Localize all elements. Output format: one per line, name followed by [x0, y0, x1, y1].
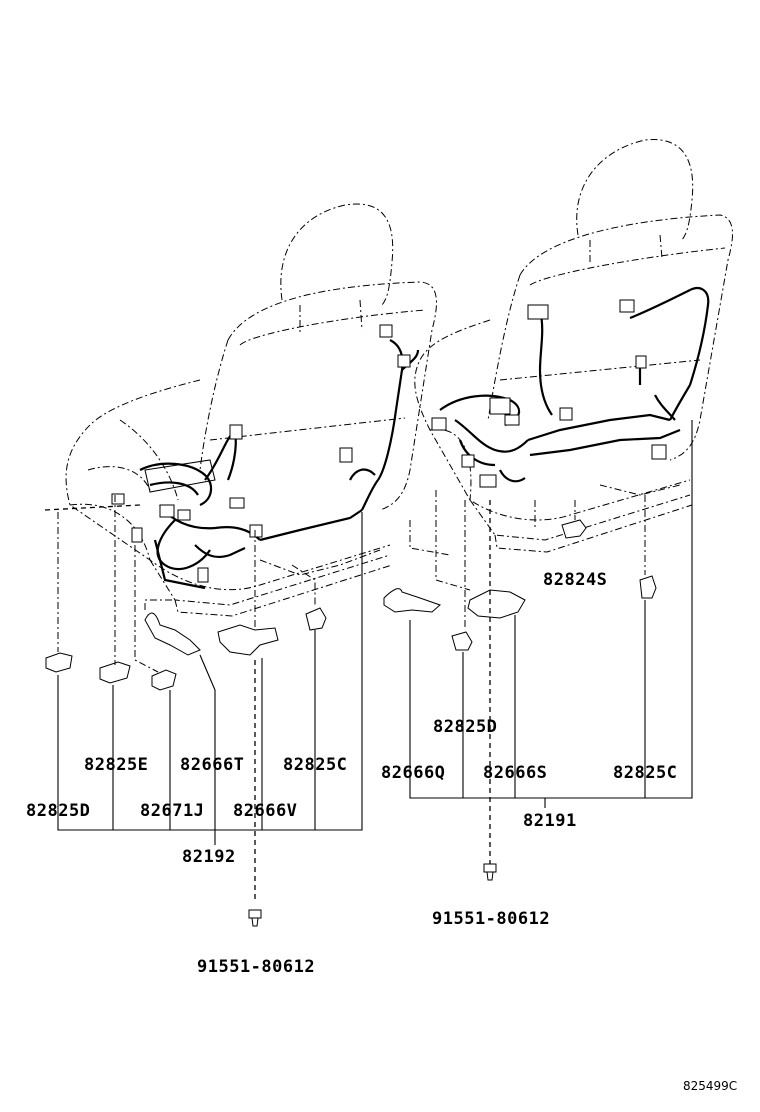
bolt-left	[248, 909, 262, 927]
label-82825D-left: 82825D	[26, 801, 90, 821]
label-82666Q: 82666Q	[381, 763, 445, 783]
label-82666S: 82666S	[483, 763, 547, 783]
label-82191: 82191	[523, 811, 577, 831]
figure-reference: 825499C	[683, 1079, 737, 1093]
label-82824S: 82824S	[543, 570, 607, 590]
bolt-right	[483, 863, 497, 881]
right-harness	[431, 287, 710, 488]
label-82666T: 82666T	[180, 755, 244, 775]
right-seat	[414, 139, 733, 553]
left-harness	[111, 324, 420, 590]
label-91551-80612-right: 91551-80612	[432, 909, 550, 929]
label-82671J: 82671J	[140, 801, 204, 821]
left-seat	[44, 203, 437, 617]
label-82825C-left: 82825C	[283, 755, 347, 775]
label-82825E: 82825E	[84, 755, 148, 775]
right-parts	[383, 519, 657, 651]
left-parts	[45, 607, 327, 691]
label-91551-80612-left: 91551-80612	[197, 957, 315, 977]
label-82192: 82192	[182, 847, 236, 867]
label-82666V: 82666V	[233, 801, 297, 821]
label-82825D-right: 82825D	[433, 717, 497, 737]
right-leaders	[409, 420, 693, 865]
label-82825C-right: 82825C	[613, 763, 677, 783]
left-leaders	[57, 495, 363, 900]
